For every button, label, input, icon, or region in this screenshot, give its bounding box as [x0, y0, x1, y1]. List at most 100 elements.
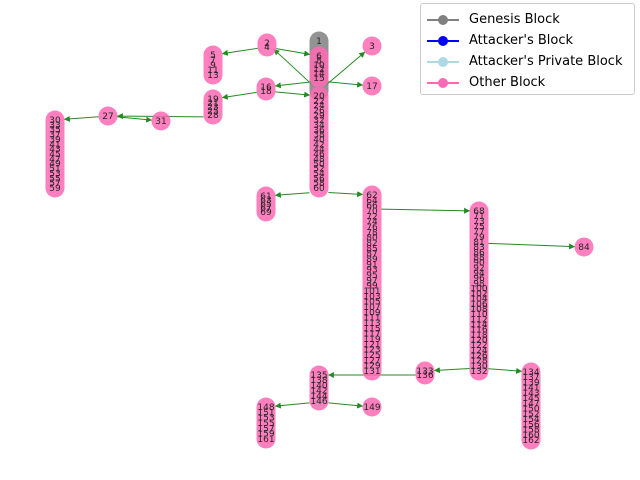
block-node: 3 — [362, 36, 382, 56]
block-label: 47 — [49, 155, 60, 165]
block-label: 95 — [366, 271, 377, 281]
block-label: 16 — [260, 83, 272, 93]
edge-arrow — [274, 402, 310, 409]
block-label: 57 — [49, 179, 60, 189]
block-node: 24 — [257, 33, 277, 57]
block-label: 82 — [366, 239, 377, 249]
edge-arrow — [328, 191, 364, 198]
legend: Genesis Block Attacker's Block Attacker'… — [420, 3, 635, 95]
block-label: 2 — [264, 39, 270, 49]
edge-arrow — [381, 207, 471, 214]
block-label: 73 — [473, 217, 484, 227]
block-label: 156 — [522, 420, 539, 430]
block-label: 81 — [473, 238, 484, 248]
block-label: 112 — [470, 315, 487, 325]
block-node: 6264667072747678808285878991939597991011… — [362, 185, 382, 381]
edge-arrow — [275, 91, 311, 98]
block-marker — [469, 201, 489, 381]
block-label: 39 — [49, 135, 61, 145]
block-label: 55 — [49, 174, 60, 184]
block-label: 58 — [313, 179, 325, 189]
block-marker — [309, 46, 329, 88]
block-label: 75 — [473, 222, 484, 232]
legend-item-genesis: Genesis Block — [421, 9, 634, 30]
block-label: 136 — [416, 371, 433, 381]
block-marker — [309, 365, 329, 411]
legend-label: Other Block — [469, 75, 546, 90]
block-label: 6 — [316, 52, 322, 62]
block-label: 52 — [313, 165, 324, 175]
edge-arrow — [221, 47, 258, 56]
edge-arrow — [276, 48, 311, 57]
block-marker — [574, 237, 594, 257]
block-label: 61 — [260, 192, 271, 202]
block-label: 34 — [313, 121, 325, 131]
block-label: 83 — [473, 243, 484, 253]
block-marker — [256, 186, 276, 222]
edge-arrow — [274, 81, 310, 89]
block-label: 109 — [363, 308, 380, 318]
edge-arrow — [221, 91, 257, 100]
edge-arrow — [328, 81, 364, 88]
block-label: 115 — [363, 324, 380, 334]
block-label: 51 — [49, 165, 60, 175]
block-label: 148 — [257, 403, 274, 413]
block-label: 141 — [522, 384, 539, 394]
block-label: 161 — [257, 435, 274, 445]
block-label: 114 — [470, 321, 487, 331]
block-label: 33 — [49, 121, 60, 131]
block-label: 41 — [49, 140, 60, 150]
block-marker — [256, 77, 276, 101]
block-label: 27 — [102, 112, 113, 122]
block-marker — [256, 397, 276, 449]
block-label: 13 — [207, 71, 218, 81]
block-marker — [362, 76, 382, 96]
block-label: 66 — [366, 202, 378, 212]
edge-arrow — [328, 402, 364, 409]
block-label: 40 — [313, 136, 325, 146]
legend-item-attacker-private: Attacker's Private Block — [421, 51, 634, 72]
block-label: 111 — [363, 314, 380, 324]
block-label: 32 — [313, 116, 324, 126]
block-label: 162 — [522, 436, 539, 446]
block-label: 43 — [49, 145, 60, 155]
block-label: 97 — [366, 276, 377, 286]
block-marker — [151, 111, 171, 131]
block-label: 76 — [366, 223, 378, 233]
block-marker — [203, 89, 223, 125]
block-label: 18 — [260, 87, 272, 97]
block-label: 89 — [366, 255, 378, 265]
block-label: 101 — [363, 287, 380, 297]
block-label: 149 — [363, 403, 380, 413]
block-label: 85 — [366, 244, 377, 254]
block-label: 77 — [473, 228, 484, 238]
block-label: 140 — [310, 381, 327, 391]
block-label: 86 — [473, 248, 485, 258]
block-label: 62 — [366, 191, 377, 201]
block-label: 5 — [210, 51, 216, 61]
block-label: 70 — [366, 207, 378, 217]
block-label: 37 — [49, 131, 60, 141]
block-label: 59 — [49, 184, 61, 194]
block-label: 99 — [366, 282, 378, 292]
block-label: 110 — [470, 310, 487, 320]
block-label: 137 — [522, 373, 539, 383]
block-label: 121 — [363, 340, 380, 350]
block-label: 113 — [363, 319, 380, 329]
block-node: 31 — [151, 111, 171, 131]
block-label: 126 — [470, 352, 487, 362]
block-label: 15 — [313, 74, 324, 84]
block-label: 79 — [473, 233, 485, 243]
block-label: 117 — [363, 330, 380, 340]
block-label: 103 — [363, 292, 380, 302]
block-label: 155 — [257, 419, 274, 429]
edge-arrow — [325, 51, 366, 86]
block-label: 132 — [470, 367, 487, 377]
attacker-private-marker-icon — [427, 55, 459, 69]
block-label: 88 — [473, 253, 485, 263]
